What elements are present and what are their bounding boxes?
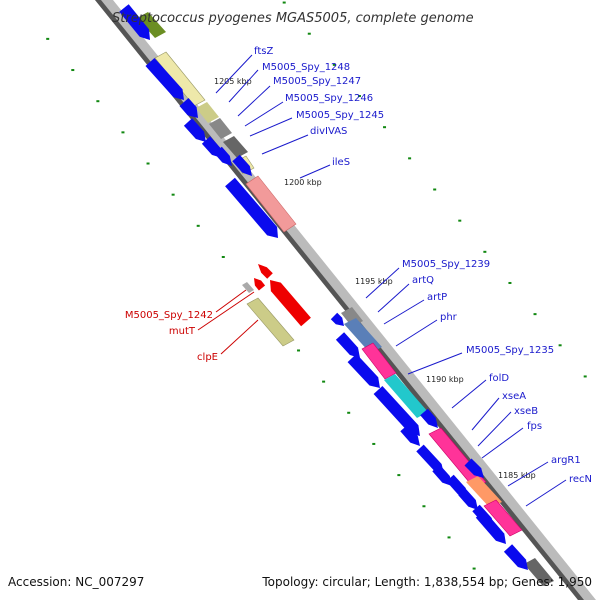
- gene-label-M5005_Spy_1245: M5005_Spy_1245: [296, 110, 384, 121]
- guide-dot: [96, 100, 100, 103]
- kbp-scale-labels: 1205 kbp 1200 kbp 1195 kbp 1190 kbp 1185…: [214, 77, 536, 480]
- forward-gene-labels: ftsZ M5005_Spy_1248 M5005_Spy_1247 M5005…: [254, 46, 592, 485]
- feature-box-folD: [384, 374, 428, 418]
- gene-arrows: [119, 4, 528, 570]
- guide-dot: [508, 281, 512, 284]
- reverse-gene-labels: M5005_Spy_1242 mutT clpE: [125, 310, 218, 363]
- gene-feature-boxes: [137, 12, 554, 586]
- guide-dot: [46, 37, 50, 40]
- guide-dot: [171, 193, 175, 196]
- gene-arrow-reverse: [258, 264, 273, 279]
- guide-dot: [583, 375, 587, 378]
- guide-dot: [347, 411, 351, 414]
- gene-arrow-forward: [232, 154, 252, 176]
- guide-dot: [71, 69, 75, 72]
- gene-label-artQ: artQ: [412, 275, 434, 286]
- gene-label-phr: phr: [440, 312, 458, 323]
- guide-dot: [433, 188, 437, 191]
- gene-arrow-forward: [145, 58, 184, 100]
- gene-arrow-forward: [214, 146, 232, 166]
- guide-dot: [372, 442, 376, 445]
- gene-label-M5005_Spy_1248: M5005_Spy_1248: [262, 62, 350, 73]
- gene-arrow-forward: [458, 488, 478, 510]
- feature-box-recN: [483, 499, 523, 537]
- gene-label-M5005_Spy_1242: M5005_Spy_1242: [125, 310, 213, 321]
- gene-arrow-forward: [416, 444, 444, 474]
- feature-box-mutT: [242, 282, 254, 293]
- kbp-label-1205: 1205 kbp: [214, 77, 252, 86]
- gene-arrow-forward: [119, 4, 150, 40]
- label-leader-lines: [197, 54, 567, 507]
- gene-label-divIVAS: divIVAS: [310, 126, 347, 137]
- guide-dot: [422, 505, 426, 508]
- gene-label-clpE: clpE: [197, 352, 218, 363]
- gene-arrow-forward: [347, 353, 380, 388]
- dotted-guide-lines: [46, 1, 587, 570]
- guide-dot: [458, 219, 462, 222]
- topology-text: Topology: circular; Length: 1,838,554 bp…: [261, 575, 592, 589]
- gene-label-fps: fps: [527, 421, 542, 432]
- gene-arrow-forward: [503, 544, 528, 570]
- guide-dot: [282, 1, 286, 4]
- feature-box-gray: [209, 118, 232, 139]
- gene-label-xseB: xseB: [514, 406, 538, 417]
- gene-arrow-forward: [475, 510, 506, 544]
- gene-arrow-forward: [464, 458, 484, 478]
- guide-dot: [533, 313, 537, 316]
- gene-label-M5005_Spy_1247: M5005_Spy_1247: [273, 76, 361, 87]
- feature-box-clpE: [246, 297, 295, 347]
- gene-arrow-reverse: [270, 280, 311, 327]
- gene-label-mutT: mutT: [169, 326, 196, 337]
- guide-dot: [472, 567, 476, 570]
- feature-box-ileS: [245, 175, 297, 233]
- guide-dot: [483, 250, 487, 253]
- feature-box-phr: [361, 342, 397, 380]
- kbp-label-1190: 1190 kbp: [426, 375, 464, 384]
- guide-dot: [447, 536, 451, 539]
- guide-dot: [146, 162, 150, 165]
- gene-label-recN: recN: [569, 474, 592, 485]
- guide-dot: [558, 344, 562, 347]
- guide-dot: [397, 474, 401, 477]
- gene-arrow-reverse: [254, 278, 266, 291]
- gene-label-M5005_Spy_1235: M5005_Spy_1235: [466, 345, 554, 356]
- gene-label-ileS: ileS: [332, 157, 350, 168]
- gene-arrow-forward: [400, 424, 420, 446]
- guide-dot: [297, 349, 301, 352]
- gene-arrow-forward: [179, 98, 198, 118]
- gene-arrow-forward: [420, 408, 438, 428]
- guide-dot: [121, 131, 125, 134]
- genome-title: Streptococcus pyogenes MGAS5005, complet…: [112, 11, 474, 26]
- accession-text: Accession: NC_007297: [8, 575, 144, 589]
- kbp-label-1185: 1185 kbp: [498, 471, 536, 480]
- gene-label-xseA: xseA: [502, 391, 526, 402]
- gene-arrow-forward: [225, 177, 278, 238]
- guide-dot: [332, 63, 336, 66]
- gene-label-artP: artP: [427, 292, 447, 303]
- gene-label-M5005_Spy_1239: M5005_Spy_1239: [402, 259, 490, 270]
- guide-dot: [221, 255, 225, 258]
- gene-label-ftsZ: ftsZ: [254, 46, 273, 57]
- gene-arrow-forward: [335, 332, 360, 358]
- guide-dot: [408, 157, 412, 160]
- guide-dot: [196, 224, 200, 227]
- feature-box-darkgray: [223, 136, 248, 158]
- gene-label-folD: folD: [489, 373, 509, 384]
- gene-label-argR1: argR1: [551, 455, 581, 466]
- feature-box-khaki: [196, 102, 219, 123]
- guide-dot: [383, 126, 387, 129]
- kbp-label-1195: 1195 kbp: [355, 277, 393, 286]
- feature-box-darkgray2: [524, 558, 554, 586]
- kbp-label-1200: 1200 kbp: [284, 178, 322, 187]
- gene-arrow-forward: [183, 118, 206, 142]
- gene-arrow-forward: [330, 312, 344, 326]
- gene-label-M5005_Spy_1246: M5005_Spy_1246: [285, 93, 373, 104]
- guide-dot: [322, 380, 326, 383]
- guide-dot: [357, 95, 361, 98]
- gene-arrow-forward: [373, 386, 420, 436]
- feature-box-orange: [466, 476, 502, 508]
- feature-box-olive: [137, 12, 166, 38]
- guide-dot: [307, 32, 311, 35]
